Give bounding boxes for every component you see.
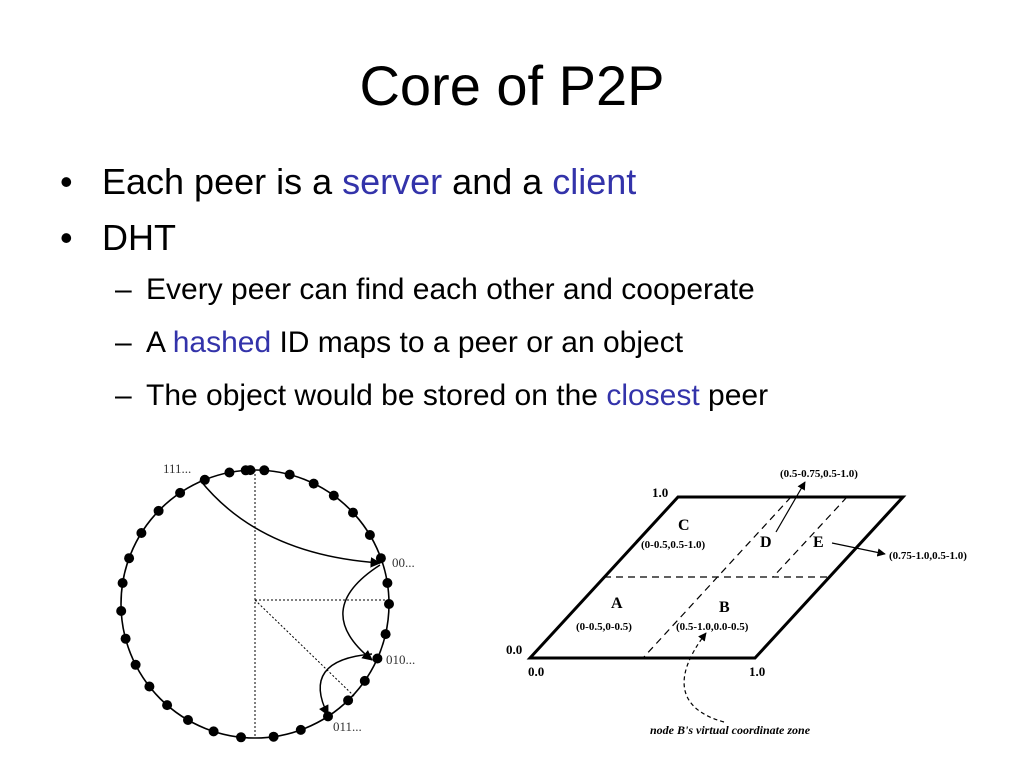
subbullet-text: Every peer can find each other and coope… [146,273,755,306]
subbullet-cooperate: – Every peer can find each other and coo… [60,272,1000,308]
zone-label-e: E [813,534,824,551]
ring-label-111: 111... [163,461,191,476]
slide-title: Core of P2P [359,54,665,117]
peer-node [380,629,391,640]
can-divider-vertical [642,496,792,659]
zone-range-e: (0.75-1.0,0.5-1.0) [889,550,967,562]
peer-node [208,726,219,737]
peer-node [245,465,256,476]
axis-label-top-left: 1.0 [652,485,668,500]
peer-node [117,578,128,588]
peer-node [284,469,295,480]
peer-node [343,695,354,706]
zone-label-b: B [719,599,730,616]
peer-node [183,715,193,725]
peer-node [323,711,333,722]
dash-marker: – [115,326,132,359]
ring-arrow-00-to-010 [342,564,381,661]
ring-arrow-111-to-00 [199,479,382,568]
zone-range-c: (0-0.5,0.5-1.0) [641,539,705,551]
peer-node [308,478,319,489]
peer-node [268,731,279,742]
ring-label-00: 00... [392,555,415,570]
subbullet-text: ID maps to a peer or an object [271,326,684,359]
subbullet-text: The object would be stored on the [146,379,607,412]
peer-node [364,530,375,540]
peer-node [236,732,246,743]
bullet-text: and a [442,161,553,202]
axis-label-origin-y: 0.0 [506,642,522,657]
bullet-text: DHT [102,217,176,258]
highlight-closest: closest [606,379,700,412]
peer-node [130,659,141,670]
can-space-outline [526,495,907,660]
bullet-marker: • [60,217,73,258]
highlight-client: client [552,161,637,202]
dash-marker: – [115,379,132,412]
peer-node [328,490,339,501]
peer-node [259,465,270,476]
ring-arrow-010-to-011 [319,653,373,716]
zone-range-b: (0.5-1.0,0.0-0.5) [676,621,749,633]
axis-label-x-end: 1.0 [749,664,765,679]
bullet-text: Each peer is a [102,161,343,202]
bullet-marker: • [60,161,73,202]
subbullet-text: peer [699,379,769,412]
peer-node [120,633,131,644]
bullet-dht: • DHT [60,216,1000,260]
zone-label-d: D [760,534,772,551]
peer-node [199,474,210,485]
peer-node [124,553,135,564]
axis-label-origin-x: 0.0 [528,664,544,679]
peer-node [348,507,358,518]
highlight-hashed: hashed [172,326,272,359]
ring-label-011: 011... [333,719,362,734]
peer-node [116,606,127,616]
peer-node [144,681,155,692]
subbullet-text: A [146,326,173,359]
ring-label-010: 010... [386,652,415,667]
peer-node [136,528,147,538]
peer-node [153,505,164,516]
zone-range-a: (0-0.5,0-0.5) [576,621,632,633]
chord-ring-diagram: 111... 00... 010... 011... [116,461,415,743]
subbullet-hashed-id: – A hashed ID maps to a peer or an objec… [60,325,1000,361]
peer-node [359,675,370,686]
highlight-server: server [342,161,443,202]
peer-node [382,578,393,588]
peer-node [224,467,235,478]
peer-node [375,553,386,564]
peer-node [162,700,173,711]
caption-text: node B's virtual coordinate zone [650,723,811,737]
ring-diagonal-divider [254,599,356,698]
peer-node [175,487,186,498]
caption-pointer [683,632,725,723]
zone-e-pointer [831,542,886,557]
dash-marker: – [115,273,132,306]
can-divider-quarter [772,496,848,578]
zone-label-a: A [611,595,623,612]
zone-range-d: (0.5-0.75,0.5-1.0) [780,468,858,480]
peer-node [384,599,394,609]
can-coordinate-diagram: 1.0 0.0 0.0 1.0 C (0-0.5,0.5-1.0) D E A … [506,468,967,737]
peer-node [372,653,383,664]
peer-node [295,724,306,735]
bullet-peer-roles: • Each peer is a server and a client [60,160,1000,204]
subbullet-closest-peer: – The object would be stored on the clos… [60,378,1000,414]
bullet-list: • Each peer is a server and a client • D… [60,160,1000,431]
zone-label-c: C [678,517,690,534]
zone-d-pointer [775,481,806,533]
